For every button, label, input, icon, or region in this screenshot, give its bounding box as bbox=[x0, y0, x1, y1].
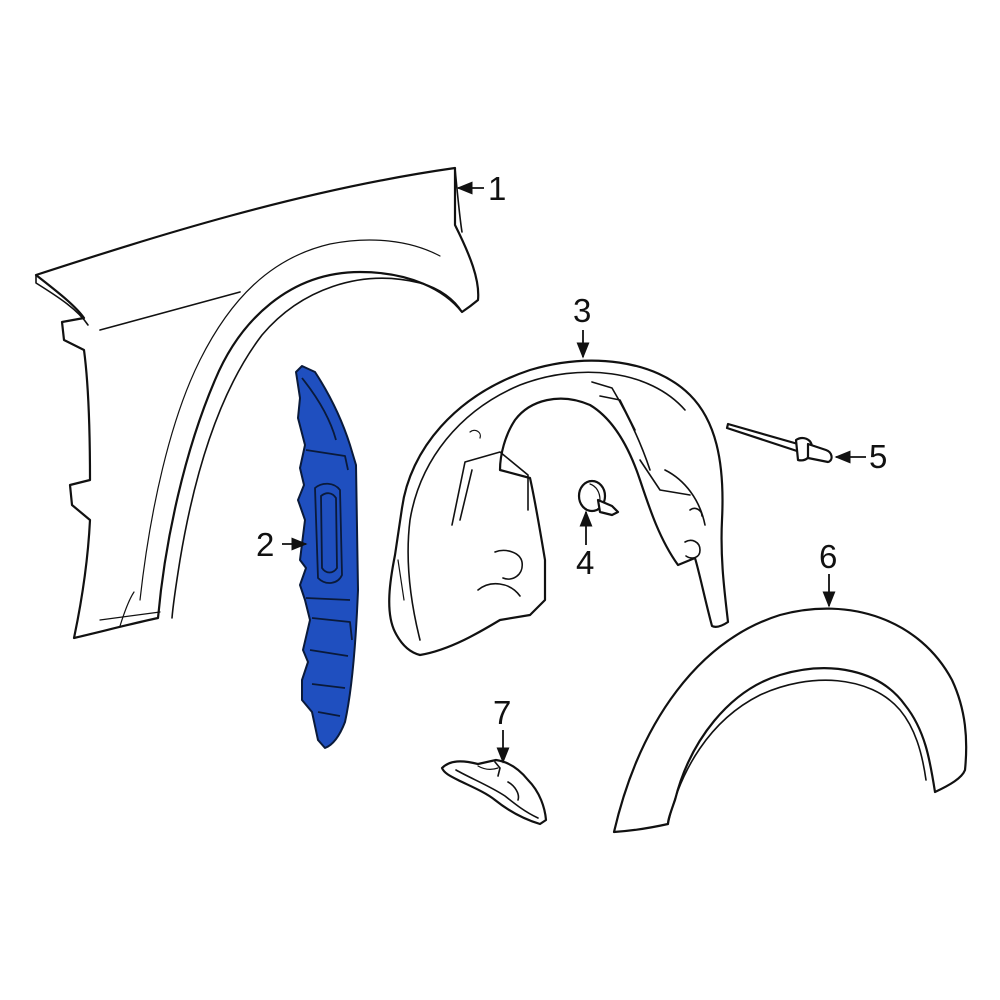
liner-part-highlighted[interactable] bbox=[295, 365, 359, 749]
callout-leaders bbox=[282, 181, 866, 764]
fender-part[interactable] bbox=[34, 166, 480, 640]
molding-part[interactable] bbox=[612, 607, 968, 834]
push-pin-part[interactable] bbox=[577, 479, 620, 517]
rivet-part[interactable] bbox=[725, 422, 833, 464]
callout-2: 2 bbox=[256, 526, 274, 563]
bracket-part[interactable] bbox=[440, 758, 548, 826]
callout-4: 4 bbox=[576, 544, 594, 581]
callout-7: 7 bbox=[493, 694, 511, 731]
callout-6: 6 bbox=[819, 538, 837, 575]
callout-3: 3 bbox=[573, 292, 591, 329]
inner-liner-part[interactable] bbox=[388, 359, 730, 657]
liner-body bbox=[295, 365, 359, 749]
callout-5: 5 bbox=[869, 438, 887, 475]
callout-labels: 1 2 3 4 5 6 7 bbox=[256, 170, 887, 731]
callout-1: 1 bbox=[488, 170, 506, 207]
